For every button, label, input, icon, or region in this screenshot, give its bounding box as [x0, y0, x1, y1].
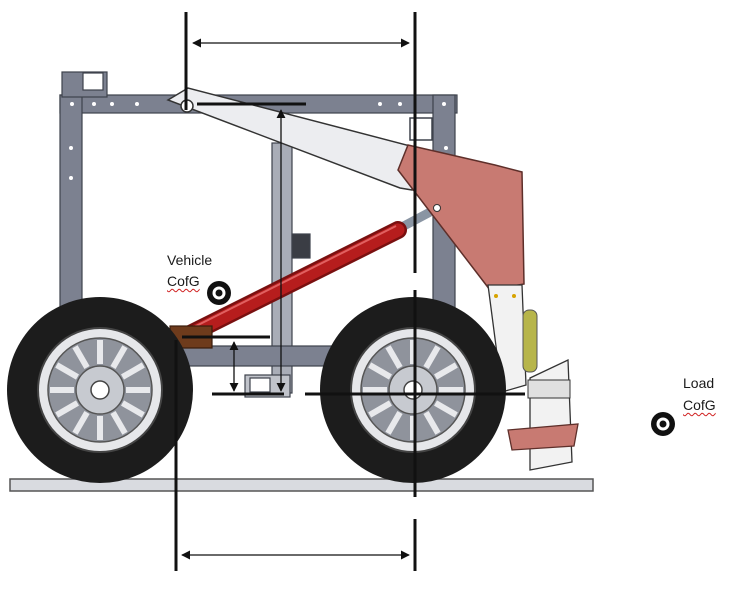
- fork-plate: [527, 379, 571, 399]
- load-cofg-label-line2: CofG: [683, 397, 716, 413]
- fork-tine: [507, 423, 579, 451]
- wheel-spoke: [423, 345, 441, 369]
- wheel-spoke: [434, 400, 458, 418]
- wheel-spoke: [72, 411, 90, 435]
- frame-bolt-holes: [69, 102, 448, 180]
- bracket-pin: [433, 204, 441, 212]
- wheel-spoke: [121, 400, 145, 418]
- mast-actuator: [522, 309, 538, 373]
- wheel-spoke: [434, 362, 458, 380]
- cofg-marker-icon: [651, 412, 675, 436]
- wheel-spoke: [110, 411, 128, 435]
- wheel-spoke: [110, 345, 128, 369]
- wheel-spoke: [423, 411, 441, 435]
- load-cofg-label-line1: Load: [683, 375, 715, 391]
- ground-plate: [9, 478, 594, 492]
- cofg-marker-icon: [207, 281, 231, 305]
- wheel-spoke: [121, 362, 145, 380]
- mast-bolt: [494, 294, 498, 298]
- mast-bolt: [512, 294, 516, 298]
- vehicle-cofg-label-line1: Vehicle: [167, 252, 213, 268]
- vehicle-cofg-label-line2: CofG: [167, 273, 200, 289]
- wheel-spokes: [50, 340, 463, 440]
- wheel-spoke: [385, 345, 403, 369]
- dimension-arrows: [181, 38, 410, 560]
- wheel-spoke: [55, 400, 79, 418]
- wheel-spoke: [368, 400, 392, 418]
- wheel-spoke: [55, 362, 79, 380]
- dimension-lines: [174, 12, 525, 571]
- wheel-spoke: [385, 411, 403, 435]
- wheel-spoke: [368, 362, 392, 380]
- front-wheel: [320, 297, 506, 483]
- wheel-spoke: [72, 345, 90, 369]
- hydraulic-cylinder: [169, 206, 437, 349]
- fork-carriage: [529, 358, 573, 471]
- rear-wheel: [7, 297, 193, 483]
